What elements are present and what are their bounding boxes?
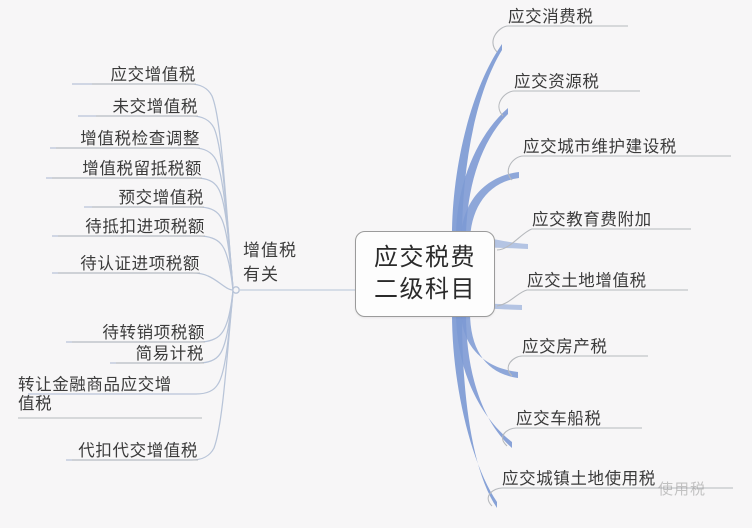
right-branch-ribbons bbox=[452, 44, 528, 508]
leaf-right-4[interactable]: 应交教育费附加 bbox=[532, 210, 652, 229]
leaf-right-8-label: 应交城镇土地使用税 bbox=[502, 469, 656, 488]
right-underline-3 bbox=[507, 155, 731, 181]
leaf-right-5[interactable]: 应交土地增值税 bbox=[527, 271, 647, 290]
leaf-left-8[interactable]: 待转销项税额 bbox=[102, 323, 205, 342]
leaf-left-3[interactable]: 增值税检查调整 bbox=[80, 129, 200, 148]
left-leaf-underlines bbox=[18, 83, 205, 461]
left-branch-curves bbox=[28, 83, 234, 461]
right-underline-6 bbox=[507, 355, 648, 377]
leaf-left-6-label: 待抵扣进项税额 bbox=[85, 217, 205, 236]
leaf-right-3-label: 应交城市维护建设税 bbox=[523, 137, 677, 156]
right-underline-5 bbox=[496, 289, 688, 307]
center-node-line-1: 应交税费 bbox=[374, 245, 476, 271]
leaf-left-4-label: 增值税留抵税额 bbox=[82, 159, 202, 178]
right-leaf-underlines bbox=[487, 25, 733, 507]
leaf-right-7-label: 应交车船税 bbox=[516, 409, 602, 428]
leaf-left-7[interactable]: 待认证进项税额 bbox=[80, 254, 200, 273]
left-curve-11 bbox=[66, 291, 234, 461]
leaf-left-9-label: 简易计税 bbox=[135, 344, 204, 363]
right-underline-4 bbox=[496, 228, 691, 251]
mid-node-vat[interactable]: 增值税 有关 bbox=[243, 239, 329, 287]
leaf-left-5-label: 预交增值税 bbox=[118, 188, 204, 207]
leaf-left-7-label: 待认证进项税额 bbox=[80, 254, 200, 273]
leaf-left-1-label: 应交增值税 bbox=[110, 65, 196, 84]
center-node-line-2: 二级科目 bbox=[374, 277, 476, 303]
leaf-right-6-label: 应交房产税 bbox=[522, 337, 608, 356]
leaf-right-4-label: 应交教育费附加 bbox=[532, 210, 652, 229]
leaf-left-11[interactable]: 代扣代交增值税 bbox=[78, 441, 198, 460]
left-convergence-node bbox=[232, 286, 240, 294]
leaf-right-3[interactable]: 应交城市维护建设税 bbox=[523, 137, 677, 156]
leaf-right-5-label: 应交土地增值税 bbox=[527, 271, 647, 290]
leaf-left-2-label: 未交增值税 bbox=[112, 97, 198, 116]
left-curve-7 bbox=[52, 272, 234, 291]
mid-node-line-2: 有关 bbox=[243, 265, 279, 284]
left-curve-4 bbox=[46, 177, 234, 290]
right-underline-2 bbox=[498, 90, 640, 117]
leaf-left-3-label: 增值税检查调整 bbox=[80, 129, 200, 148]
leaf-right-2-label: 应交资源税 bbox=[514, 72, 600, 91]
right-underline-7 bbox=[502, 427, 642, 447]
leaf-left-10-label: 转让金融商品应交增值税 bbox=[18, 375, 172, 413]
leaf-left-1[interactable]: 应交增值税 bbox=[111, 65, 197, 84]
leaf-left-4[interactable]: 增值税留抵税额 bbox=[82, 159, 202, 178]
leaf-right-6[interactable]: 应交房产税 bbox=[522, 337, 608, 356]
leaf-right-1-label: 应交消费税 bbox=[508, 7, 594, 26]
leaf-left-11-label: 代扣代交增值税 bbox=[78, 441, 198, 460]
right-ribbon-2 bbox=[456, 108, 508, 241]
right-ribbon-8 bbox=[452, 314, 497, 508]
leaf-left-10[interactable]: 转让金融商品应交增值税 bbox=[18, 375, 186, 413]
leaf-left-6[interactable]: 待抵扣进项税额 bbox=[85, 217, 205, 236]
leaf-left-8-label: 待转销项税额 bbox=[102, 323, 205, 342]
right-underline-8 bbox=[487, 487, 733, 507]
mid-node-line-1: 增值税 bbox=[243, 241, 297, 260]
leaf-left-5[interactable]: 预交增值税 bbox=[119, 188, 205, 207]
leaf-right-2[interactable]: 应交资源税 bbox=[514, 72, 600, 91]
leaf-right-7[interactable]: 应交车船税 bbox=[516, 409, 602, 428]
right-ribbon-7 bbox=[456, 312, 512, 448]
leaf-left-2[interactable]: 未交增值税 bbox=[113, 97, 199, 116]
leaf-right-1[interactable]: 应交消费税 bbox=[508, 7, 594, 26]
center-node[interactable]: 应交税费 二级科目 bbox=[355, 231, 495, 317]
leaf-left-9[interactable]: 简易计税 bbox=[136, 344, 204, 363]
right-underline-1 bbox=[492, 25, 628, 53]
leaf-right-8[interactable]: 应交城镇土地使用税 bbox=[502, 469, 656, 488]
